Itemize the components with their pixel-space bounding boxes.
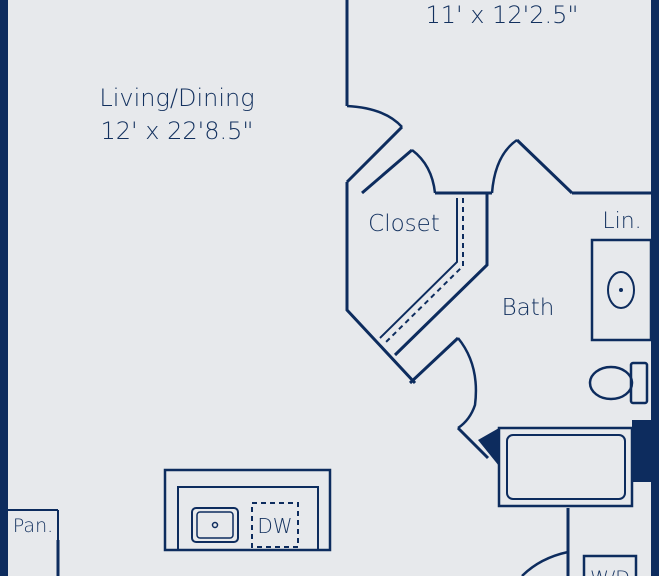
tub-wall-block bbox=[632, 420, 659, 482]
closet-bifold-door bbox=[379, 198, 464, 343]
exterior-wall-left bbox=[0, 0, 8, 576]
bedroom-dims: 11' x 12'2.5" bbox=[426, 1, 579, 29]
exterior-wall-right bbox=[651, 0, 659, 576]
bath-label: Bath bbox=[502, 295, 555, 321]
bath-lower-door-swing bbox=[457, 337, 478, 430]
living-dims: 12' x 22'8.5" bbox=[101, 117, 254, 145]
closet-door-leaf bbox=[361, 148, 413, 195]
bath-lower-wall bbox=[456, 426, 490, 460]
interior-walls bbox=[8, 0, 651, 576]
toilet bbox=[588, 361, 649, 405]
dishwasher-label: DW bbox=[257, 514, 292, 538]
washer-dryer-label: W/D bbox=[590, 567, 630, 576]
closet-door-swing bbox=[411, 149, 437, 194]
closet-top-wall bbox=[345, 182, 417, 385]
bath-sink bbox=[607, 271, 635, 309]
washer-dryer-box bbox=[582, 554, 638, 576]
bath-door-swing bbox=[490, 138, 518, 194]
living-name: Living/Dining bbox=[99, 84, 254, 112]
closet-label: Closet bbox=[368, 211, 440, 237]
laundry-door-swing bbox=[521, 550, 569, 576]
bath-door-leaf bbox=[515, 138, 574, 195]
bedroom-door-swing bbox=[346, 104, 403, 128]
dishwasher bbox=[251, 502, 299, 548]
bedroom-door-leaf bbox=[345, 125, 404, 184]
kitchen-sink bbox=[191, 507, 239, 543]
bath-lower-door-leaf bbox=[408, 336, 460, 385]
bath-vanity bbox=[590, 238, 653, 342]
kitchen-island bbox=[163, 468, 332, 552]
pantry-label: Pan. bbox=[13, 515, 53, 537]
tub-corner-block bbox=[478, 428, 499, 466]
linen-label: Lin. bbox=[602, 209, 641, 234]
closet-right-wall bbox=[393, 193, 489, 357]
bathtub bbox=[497, 426, 634, 508]
